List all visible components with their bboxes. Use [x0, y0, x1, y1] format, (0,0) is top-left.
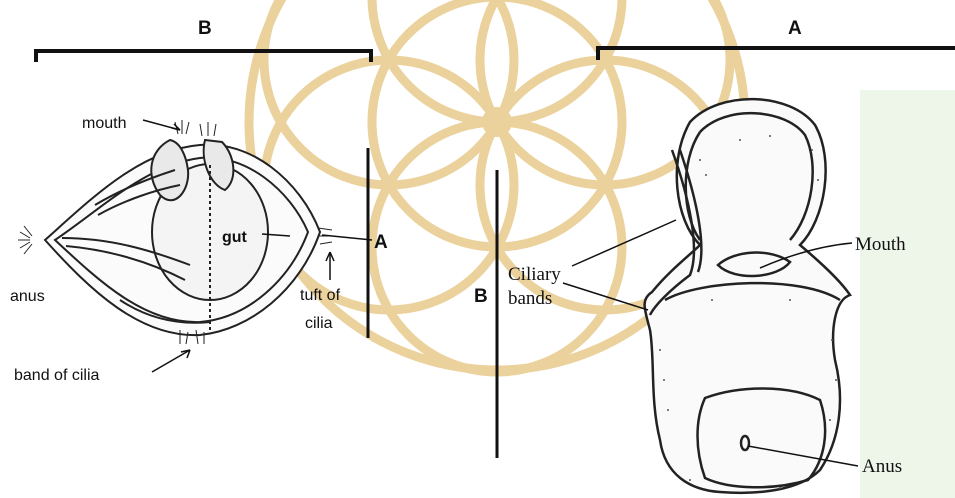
anus-label-left: anus — [10, 288, 45, 305]
tuft-label-line1: tuft of — [300, 287, 341, 304]
right-panel-tint — [860, 90, 955, 498]
mouth-label-right: Mouth — [855, 234, 906, 255]
ciliary-label-line2: bands — [508, 288, 552, 309]
gut-label: gut — [222, 229, 248, 246]
right-divider-label: B — [474, 286, 488, 307]
tuft-label-line2: cilia — [305, 315, 333, 332]
left-larva-drawing — [45, 140, 320, 335]
right-larva-drawing — [645, 99, 850, 493]
left-divider-label: A — [374, 232, 388, 253]
left-bracket-label: B — [198, 18, 212, 39]
anus-label-right: Anus — [862, 456, 902, 477]
mouth-label-left: mouth — [82, 115, 126, 132]
ciliary-label-line1: Ciliary — [508, 264, 561, 285]
band-of-cilia-label: band of cilia — [14, 367, 99, 384]
right-bracket-label: A — [788, 18, 802, 39]
right-bracket — [596, 46, 955, 60]
left-bracket — [34, 49, 373, 62]
